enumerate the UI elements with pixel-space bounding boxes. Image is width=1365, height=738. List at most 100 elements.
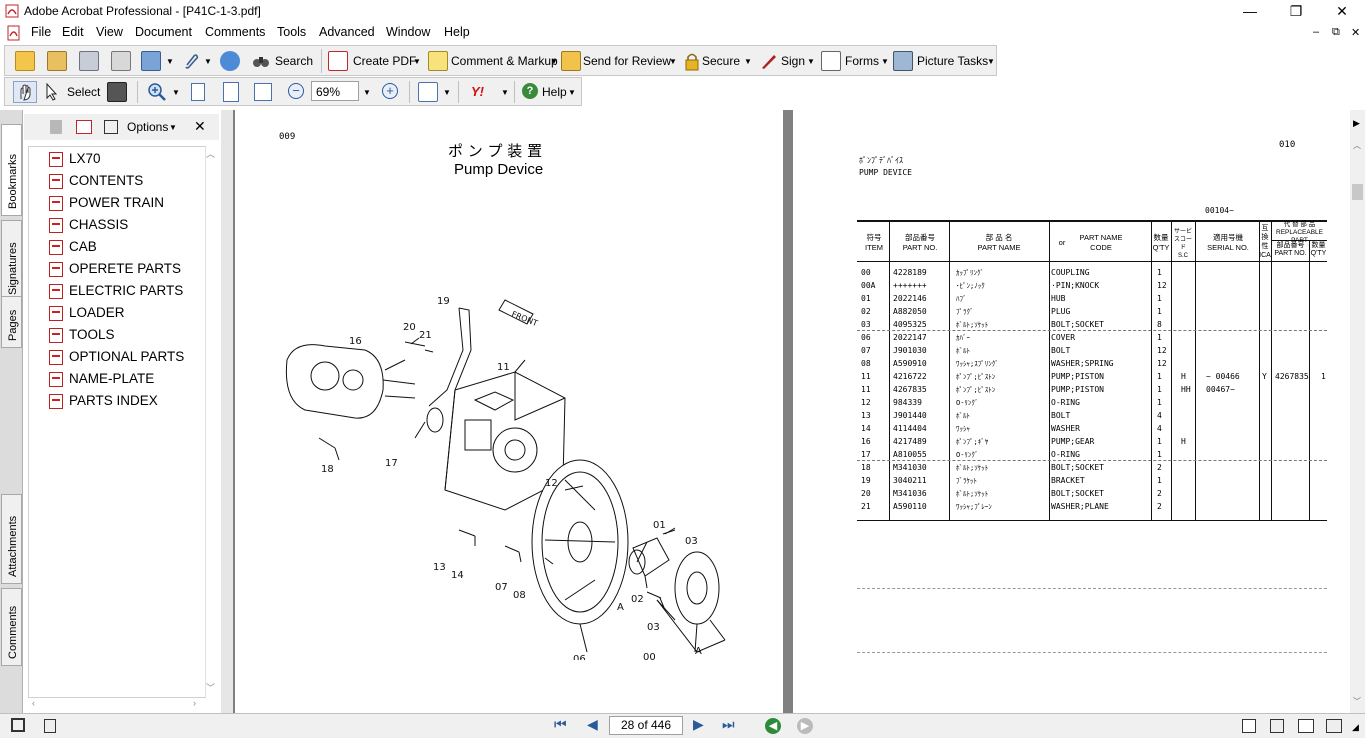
scroll-thumb[interactable] (1352, 184, 1363, 200)
continuous-facing-icon[interactable] (1326, 719, 1342, 733)
zoom-out-icon[interactable]: − (288, 83, 304, 99)
forms-icon[interactable] (821, 51, 841, 71)
close-button[interactable]: ✕ (1336, 3, 1348, 19)
bookmark-item[interactable]: ELECTRIC PARTS (49, 283, 183, 299)
scroll-down-icon[interactable]: ﹀ (1353, 697, 1361, 706)
save-icon[interactable] (79, 51, 99, 71)
picture-tasks-dropdown-icon[interactable]: ▼ (987, 57, 995, 66)
create-pdf-icon[interactable] (328, 51, 348, 71)
forms-button[interactable]: Forms (845, 54, 879, 68)
create-pdf-dropdown-icon[interactable]: ▼ (413, 57, 421, 66)
scroll-left-icon[interactable]: ‹ (32, 698, 35, 708)
send-review-button[interactable]: Send for Review (583, 54, 672, 68)
fit-page-icon[interactable] (223, 82, 239, 102)
menu-file[interactable]: File (31, 25, 52, 39)
new-bookmark-icon[interactable] (76, 120, 92, 134)
delete-bookmark-icon[interactable] (50, 120, 62, 134)
doc-minimize-button[interactable]: – (1313, 26, 1320, 38)
email-icon[interactable] (141, 51, 161, 71)
next-page-icon[interactable]: ▶ (693, 716, 704, 732)
bookmark-item[interactable]: TOOLS (49, 327, 115, 343)
bookmark-item[interactable]: NAME-PLATE (49, 371, 154, 387)
yahoo-dropdown-icon[interactable]: ▼ (501, 88, 509, 97)
secure-dropdown-icon[interactable]: ▼ (744, 57, 752, 66)
print-icon[interactable] (111, 51, 131, 71)
sign-pen-icon[interactable] (759, 51, 779, 71)
close-panel-icon[interactable]: ✕ (194, 118, 206, 134)
secure-button[interactable]: Secure (702, 54, 741, 68)
actual-size-icon[interactable] (191, 83, 205, 101)
send-review-dropdown-icon[interactable]: ▼ (669, 57, 677, 66)
help-icon[interactable]: ? (522, 83, 538, 99)
restore-button[interactable]: ❐ (1289, 3, 1303, 19)
zoom-level-input[interactable]: 69% (311, 81, 359, 101)
page-number-input[interactable]: 28 of 446 (609, 716, 683, 735)
select-cursor-icon[interactable] (45, 82, 58, 101)
scroll-down-icon[interactable]: ﹀ (206, 683, 216, 693)
scroll-up-icon[interactable]: ︿ (206, 149, 216, 159)
doc-restore-button[interactable]: ⧉ (1332, 26, 1340, 38)
scroll-right-arrow-icon[interactable]: ▶ (1353, 118, 1360, 128)
scroll-up-icon[interactable]: ︿ (1353, 141, 1361, 150)
bookmark-item[interactable]: POWER TRAIN (49, 195, 164, 211)
minimize-button[interactable]: — (1243, 3, 1257, 19)
menu-comments[interactable]: Comments (205, 25, 266, 39)
go-forward-icon[interactable]: ▶ (797, 718, 813, 734)
first-page-icon[interactable]: ⏮ (554, 716, 567, 732)
tab-bookmarks[interactable]: Bookmarks (1, 124, 22, 216)
go-back-icon[interactable]: ◀ (765, 718, 781, 734)
comment-markup-button[interactable]: Comment & Markup (451, 54, 558, 68)
bookmark-item[interactable]: CHASSIS (49, 217, 128, 233)
open-folder-icon[interactable] (15, 51, 35, 71)
help-dropdown-icon[interactable]: ▼ (568, 88, 576, 97)
menu-tools[interactable]: Tools (277, 25, 307, 39)
scroll-right-icon[interactable]: › (193, 698, 196, 708)
web-globe-icon[interactable] (220, 51, 240, 71)
menu-edit[interactable]: Edit (62, 25, 84, 39)
bookmark-item[interactable]: OPTIONAL PARTS (49, 349, 184, 365)
last-page-icon[interactable]: ⏭ (722, 716, 735, 732)
panel-toggle-icon[interactable] (11, 718, 25, 732)
page-size-icon[interactable] (44, 719, 56, 733)
expand-bookmark-icon[interactable] (104, 120, 118, 134)
bookmark-item[interactable]: LOADER (49, 305, 125, 321)
rotate-dropdown-icon[interactable]: ▼ (443, 88, 451, 97)
select-button[interactable]: Select (67, 85, 101, 99)
tab-signatures[interactable]: Signatures (1, 220, 22, 302)
tab-attachments[interactable]: Attachments (1, 494, 22, 584)
menu-window[interactable]: Window (386, 25, 431, 39)
single-page-icon[interactable] (1242, 719, 1256, 733)
zoom-tool-dropdown-icon[interactable]: ▼ (172, 88, 180, 97)
bookmark-item[interactable]: CONTENTS (49, 173, 143, 189)
rotate-view-icon[interactable] (418, 82, 438, 102)
search-binoculars-icon[interactable] (251, 51, 271, 71)
organizer-icon[interactable] (47, 51, 67, 71)
options-button[interactable]: Options (127, 120, 169, 134)
bookmark-item[interactable]: OPERETE PARTS (49, 261, 181, 277)
forms-dropdown-icon[interactable]: ▼ (881, 57, 889, 66)
tab-comments[interactable]: Comments (1, 588, 22, 666)
hand-tool-icon[interactable] (13, 81, 37, 103)
previous-page-icon[interactable]: ◀ (587, 716, 598, 732)
document-scrollbar[interactable]: ▶ ︿ ﹀ (1350, 110, 1365, 713)
bookmark-item[interactable]: CAB (49, 239, 97, 255)
zoom-in-button-icon[interactable]: + (382, 83, 398, 99)
bookmark-scrollbar[interactable] (205, 147, 206, 697)
picture-tasks-button[interactable]: Picture Tasks (917, 54, 989, 68)
comment-markup-icon[interactable] (428, 51, 448, 71)
help-button[interactable]: Help (542, 85, 567, 99)
bookmark-item[interactable]: LX70 (49, 151, 101, 167)
comment-dropdown-icon[interactable]: ▼ (550, 57, 558, 66)
sign-dropdown-icon[interactable]: ▼ (807, 57, 815, 66)
create-pdf-button[interactable]: Create PDF (353, 54, 417, 68)
fit-width-icon[interactable] (254, 83, 272, 101)
tab-pages[interactable]: Pages (1, 296, 22, 348)
resize-grip-icon[interactable]: ◢ (1352, 722, 1359, 732)
menu-help[interactable]: Help (444, 25, 470, 39)
menu-advanced[interactable]: Advanced (319, 25, 375, 39)
options-dropdown-icon[interactable]: ▼ (169, 123, 177, 132)
continuous-icon[interactable] (1270, 719, 1284, 733)
attach-paperclip-icon[interactable] (181, 51, 201, 71)
send-review-icon[interactable] (561, 51, 581, 71)
facing-pages-icon[interactable] (1298, 719, 1314, 733)
